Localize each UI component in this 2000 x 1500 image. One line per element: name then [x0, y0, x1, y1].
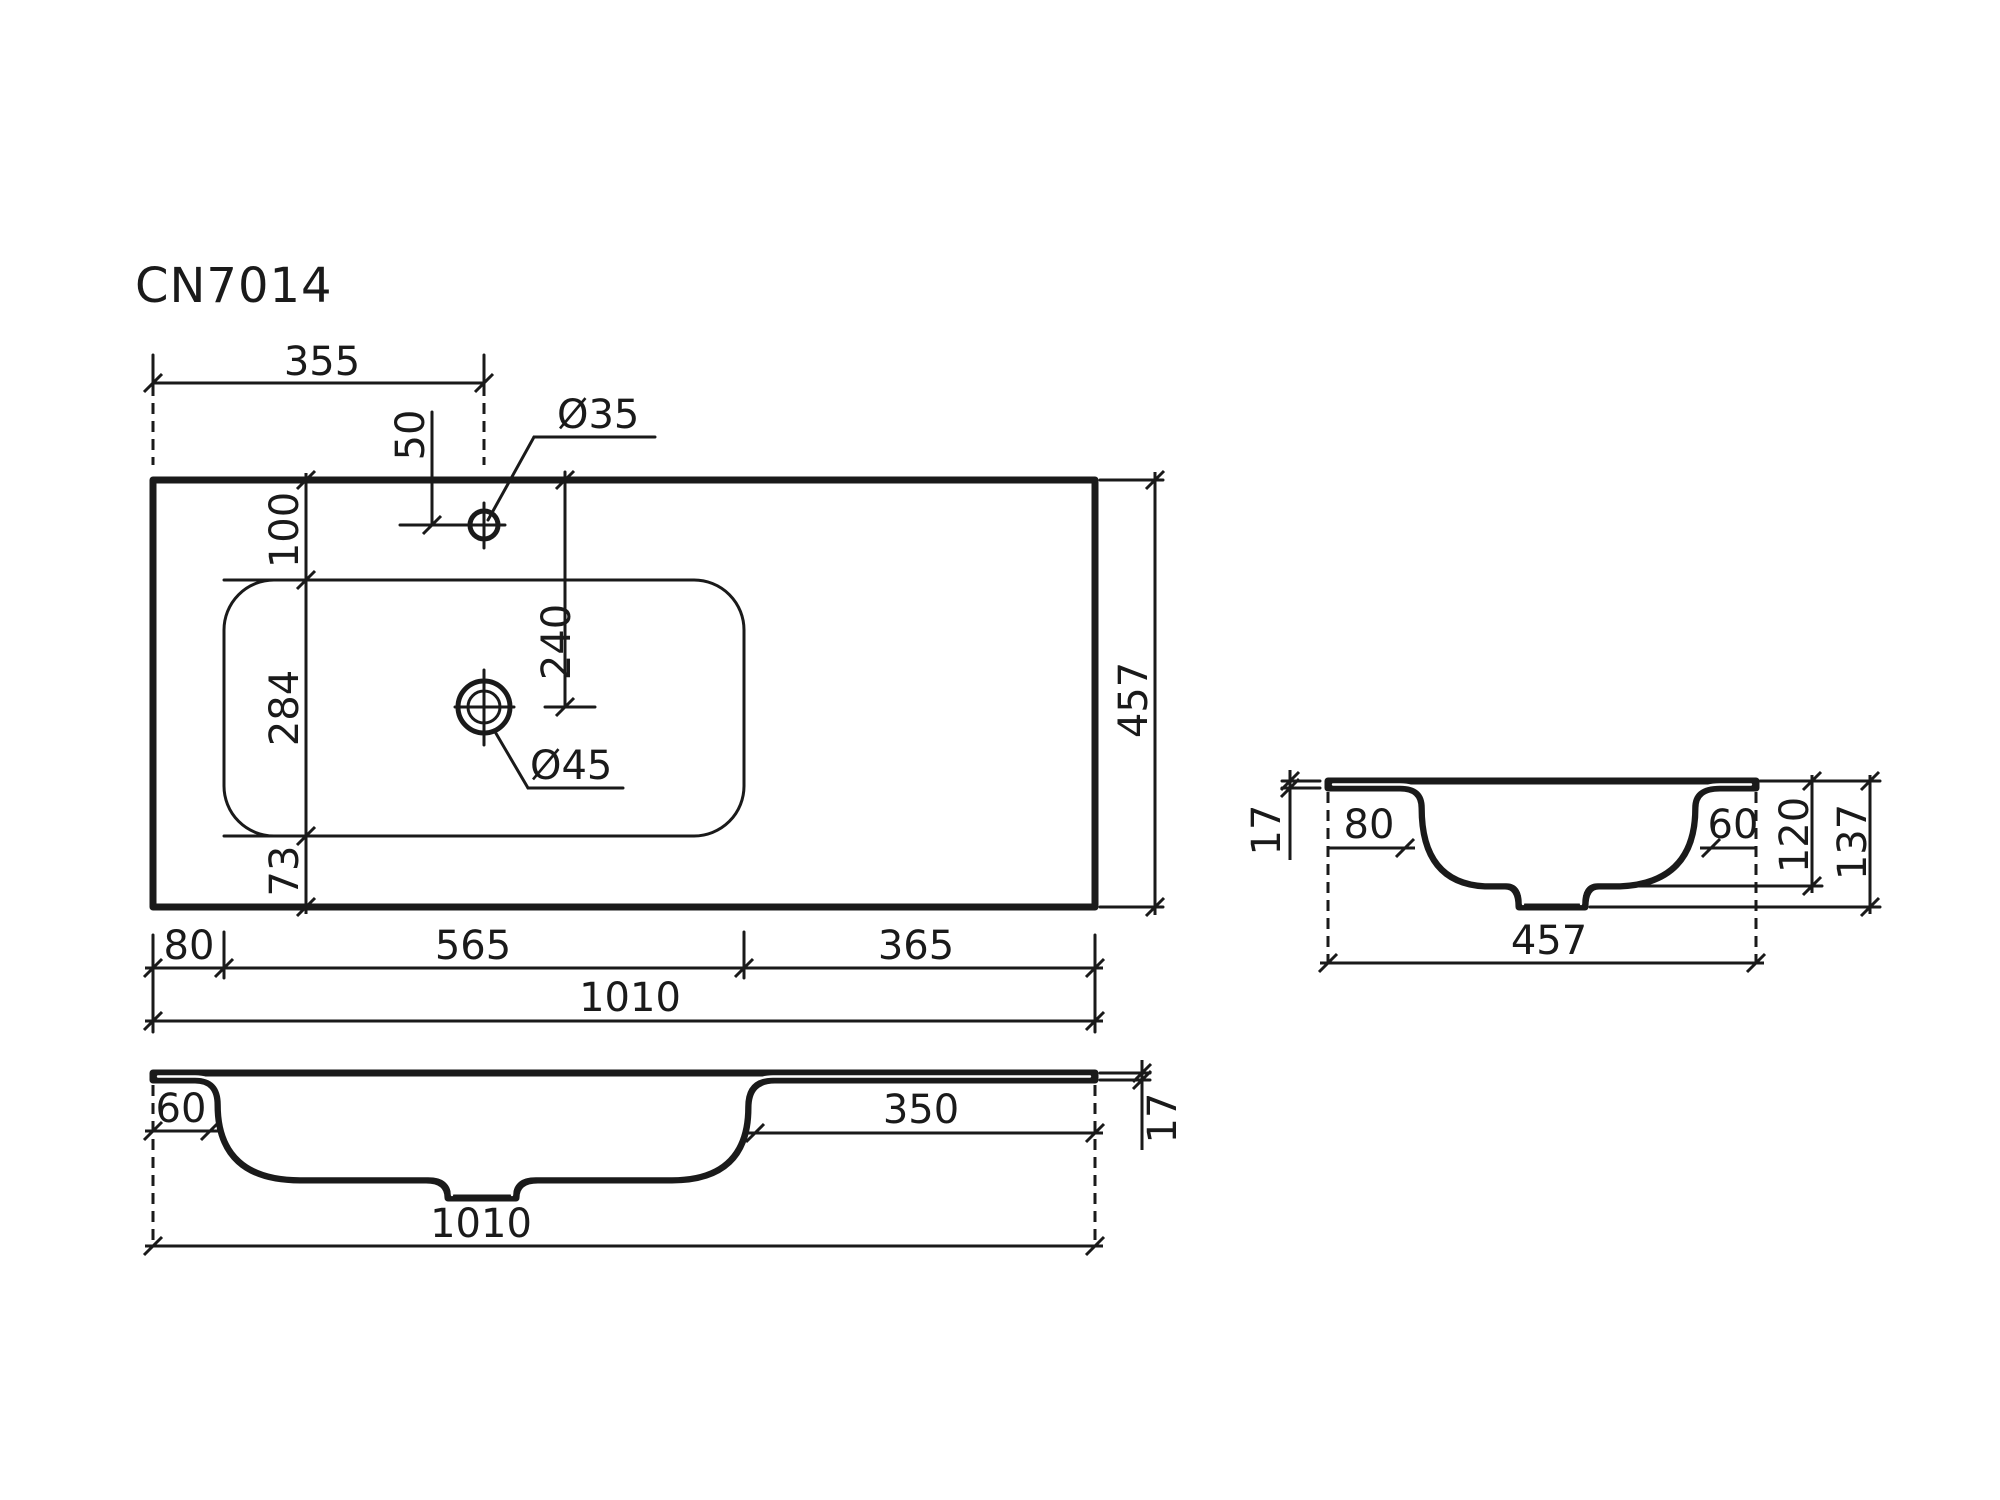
dim-side-total-depth: 457: [1317, 792, 1767, 974]
dim-side-bowl-height-label: 120: [1772, 797, 1818, 873]
dim-tap-to-edge-label: 50: [388, 410, 434, 461]
dim-front-shelf: 350: [744, 1087, 1106, 1144]
plan-view: 355 50 Ø35 100 284 73: [142, 339, 1166, 1034]
dim-tap-offset: 355: [142, 339, 495, 465]
dim-side-front: 60: [1700, 802, 1759, 859]
dim-total-depth: 457: [1098, 469, 1166, 918]
dim-total-width: 1010: [142, 975, 1106, 1032]
front-section: 60 350 17 1010: [142, 1060, 1186, 1257]
tap-hole: [460, 501, 507, 550]
dim-front-thickness: 17: [1098, 1060, 1186, 1150]
dim-front-total-width: 1010: [142, 1085, 1106, 1257]
dim-side-front-label: 60: [1708, 802, 1759, 848]
front-section-inner: [156, 1075, 1092, 1197]
dim-left-margin-label: 80: [164, 923, 215, 969]
dim-tap-to-drain-label: 240: [534, 604, 580, 680]
dim-front-margin-label: 73: [262, 846, 308, 897]
dim-bowl-width-label: 565: [435, 923, 511, 969]
dim-drain-hole: Ø45: [492, 728, 625, 790]
dim-back-margin-label: 100: [262, 492, 308, 568]
dim-tap-offset-label: 355: [284, 339, 360, 385]
dim-tap-to-edge: 50: [388, 410, 464, 536]
dim-total-width-label: 1010: [579, 975, 681, 1021]
dim-front-edge: 60: [142, 1086, 221, 1142]
dim-front-shelf-label: 350: [883, 1087, 959, 1133]
dim-side-total-height: 137: [1588, 770, 1882, 918]
side-section-inner: [1331, 783, 1753, 906]
dim-drain-hole-label: Ø45: [530, 743, 612, 789]
dim-side-back-label: 80: [1344, 802, 1395, 848]
dim-tap-hole: Ø35: [486, 392, 657, 522]
dim-bowl-depth-label: 284: [262, 670, 308, 746]
dim-side-thickness: 17: [1244, 770, 1322, 860]
dim-front-thickness-label: 17: [1140, 1093, 1186, 1144]
bowl-outline: [222, 578, 746, 838]
dim-total-depth-label: 457: [1111, 662, 1157, 738]
dim-bottom-chain: 80 565 365: [142, 923, 1106, 1034]
side-section-profile: [1324, 777, 1760, 911]
dim-side-bowl-height: 120: [1598, 770, 1824, 897]
front-section-profile: [149, 1069, 1099, 1202]
model-title: CN7014: [135, 258, 333, 314]
dim-tap-hole-label: Ø35: [557, 392, 639, 438]
side-section: 17 80 60 120 1: [1244, 770, 1882, 974]
dim-left-chain: 100 284 73: [222, 469, 317, 918]
dim-front-edge-label: 60: [156, 1086, 207, 1132]
dim-front-total-width-label: 1010: [430, 1201, 532, 1247]
dim-side-total-depth-label: 457: [1511, 918, 1587, 964]
dim-side-back: 80: [1328, 802, 1416, 859]
dim-tap-to-drain: 240: [534, 469, 597, 718]
drain-hole: [453, 668, 516, 747]
countertop-outline: [149, 476, 1099, 911]
dim-side-total-height-label: 137: [1830, 804, 1876, 880]
dim-right-shelf-label: 365: [878, 923, 954, 969]
dim-side-thickness-label: 17: [1244, 805, 1290, 856]
